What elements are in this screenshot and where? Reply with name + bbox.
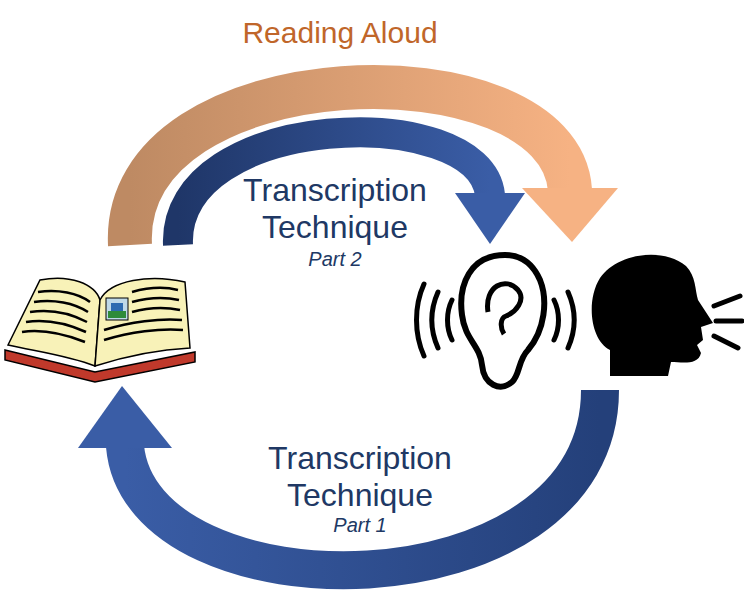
reading-arrowhead xyxy=(522,188,618,242)
part1-arc xyxy=(125,390,600,570)
book-icon xyxy=(5,278,195,382)
arc-sublabel: Part 1 xyxy=(260,514,460,537)
arc-label: Transcription Technique xyxy=(235,440,485,514)
arc-label: Transcription Technique xyxy=(210,172,460,246)
part1-arrowhead xyxy=(78,386,172,448)
part2-arc xyxy=(178,132,490,245)
ear-icon xyxy=(417,255,575,387)
arc-title: Reading Aloud xyxy=(190,16,490,51)
reading-arc xyxy=(130,87,570,245)
part2-arrowhead xyxy=(455,193,525,244)
speaker-head-icon xyxy=(592,255,742,376)
arc-sublabel: Part 2 xyxy=(235,248,435,271)
